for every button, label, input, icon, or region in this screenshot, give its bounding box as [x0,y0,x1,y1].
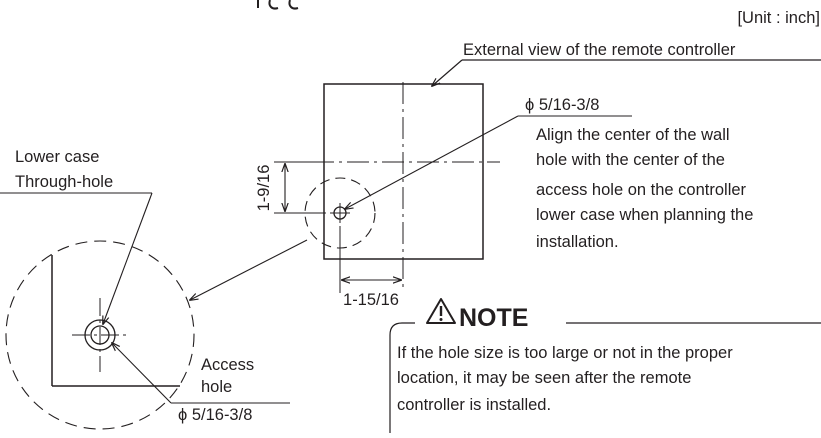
enlarge-leader [190,239,308,300]
instruction-line: Align the center of the wall [536,126,730,144]
instruction-line: installation. [536,233,619,251]
instruction-line: hole with the center of the [536,151,725,169]
access-hole-leader [112,343,172,404]
hole-diameter-top-leader [345,115,519,209]
note-line: controller is installed. [397,396,551,414]
lower-case-label: Lower case [15,148,99,166]
note-line: location, it may be seen after the remot… [397,369,691,387]
through-hole [84,319,116,351]
unit-label: [Unit : inch] [737,9,820,27]
access-hole-label: Access [201,356,254,374]
instruction-line: lower case when planning the [536,206,753,224]
through-hole-leader [103,192,153,324]
hole-area-circle-large [5,240,195,430]
hole-diameter-bottom-label: ϕ 5/16-3/8 [178,406,252,424]
hole-diameter-top-label: ϕ 5/16-3/8 [525,96,599,114]
remote-view-leader [432,59,463,86]
dim-vertical-text: 1-9/16 [255,165,273,212]
instruction-line: access hole on the controller [536,181,747,199]
through-hole-label: Through-hole [15,173,113,191]
cut-off-heading-fragment [257,0,299,10]
remote-view-label: External view of the remote controller [463,41,736,59]
note-box: NOTE If the hole size is too large or no… [389,298,821,433]
note-frame [389,322,821,433]
warning-triangle-icon [426,298,456,324]
access-hole-label: hole [201,378,232,396]
access-hole-large [90,325,110,345]
dim-horizontal-text: 1-15/16 [343,291,399,309]
note-line: If the hole size is too large or not in … [397,344,733,362]
note-title: NOTE [459,304,528,332]
